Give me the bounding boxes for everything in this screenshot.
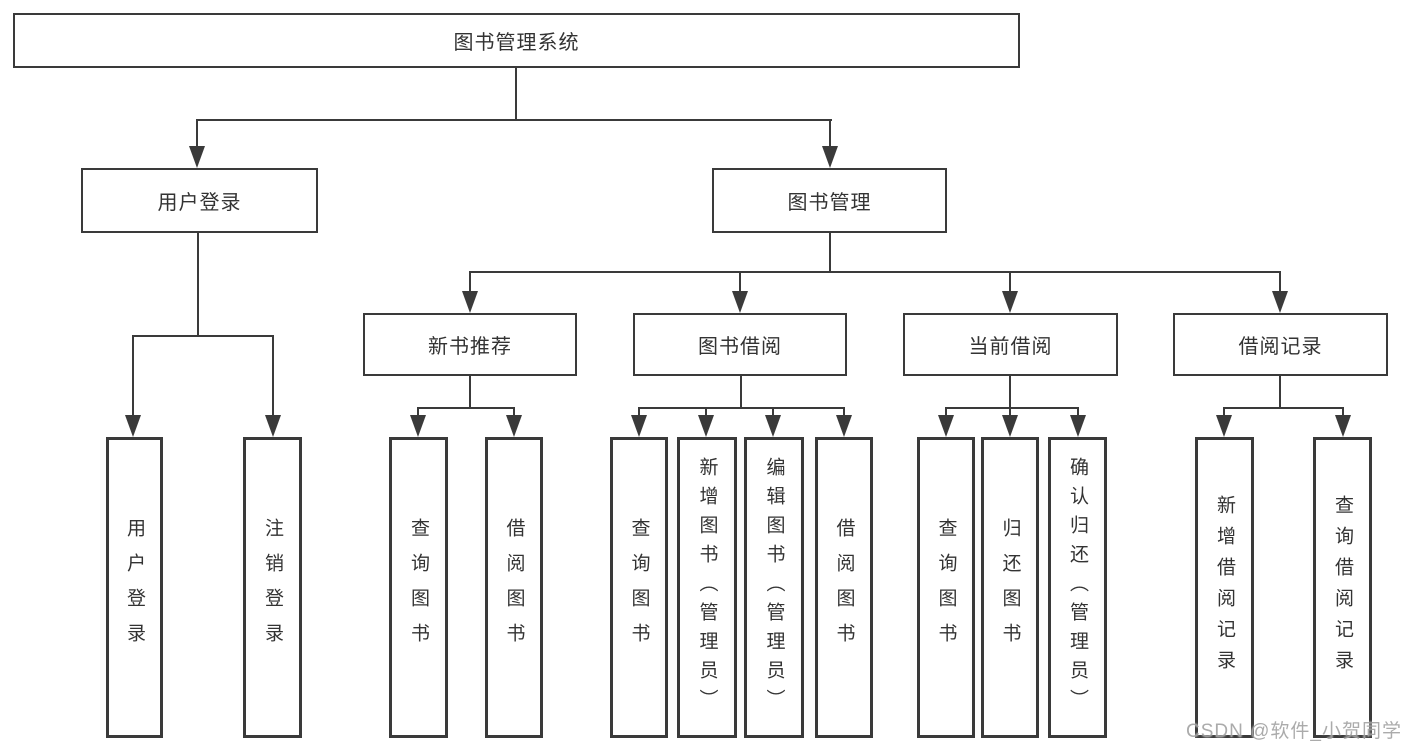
connector-nbr-stem: [469, 376, 471, 407]
node-bb-borrow-books: 借阅图书: [815, 437, 873, 738]
connector-root-drop-left: [196, 119, 198, 150]
connector-bb-drop-3: [772, 407, 774, 419]
node-book-management-label: 图书管理: [787, 192, 872, 214]
node-leaf-logout-label: 注销登录: [262, 517, 283, 658]
arrowhead-nbr-borrow-books: [506, 415, 522, 437]
node-bb-query-books: 查询图书: [610, 437, 668, 738]
node-cb-confirm-return-admin: 确认归还（管理员）: [1048, 437, 1107, 738]
csdn-watermark: CSDN @软件_小贺同学: [1186, 721, 1402, 742]
connector-cb-drop-2: [1009, 407, 1011, 419]
connector-root-drop-right: [829, 119, 831, 150]
node-cb-return-books: 归还图书: [981, 437, 1039, 738]
node-leaf-user-login: 用户登录: [106, 437, 163, 738]
node-book-borrowing: 图书借阅: [633, 313, 847, 376]
node-leaf-logout: 注销登录: [243, 437, 302, 738]
connector-root-stem: [515, 68, 517, 119]
node-borrowing-records-label: 借阅记录: [1238, 336, 1323, 358]
node-leaf-user-login-label: 用户登录: [124, 517, 145, 658]
arrowhead-current-borrowing: [1002, 291, 1018, 313]
arrowhead-new-book-recommend: [462, 291, 478, 313]
arrowhead-br-add-record: [1216, 415, 1232, 437]
arrowhead-borrowing-records: [1272, 291, 1288, 313]
node-root-label: 图书管理系统: [453, 32, 580, 54]
node-bb-add-books-admin: 新增图书（管理员）: [677, 437, 737, 738]
connector-bb-drop-1: [638, 407, 640, 419]
connector-user-login-stem: [197, 233, 199, 335]
node-cb-return-books-label: 归还图书: [999, 517, 1021, 658]
node-br-add-record-label: 新增借阅记录: [1214, 494, 1235, 681]
node-book-borrowing-label: 图书借阅: [698, 336, 782, 358]
connector-br-drop-2: [1342, 407, 1344, 419]
connector-book-mgmt-drop-3: [1009, 271, 1011, 295]
node-new-book-recommend: 新书推荐: [363, 313, 577, 376]
node-br-query-record: 查询借阅记录: [1313, 437, 1372, 738]
arrowhead-book-management: [822, 146, 838, 168]
node-cb-query-books-label: 查询图书: [935, 517, 957, 658]
arrowhead-bb-query-books: [631, 415, 647, 437]
node-nbr-borrow-books-label: 借阅图书: [503, 517, 525, 658]
arrowhead-bb-edit-books: [765, 415, 781, 437]
connector-bb-drop-2: [705, 407, 707, 419]
arrowhead-leaf-logout: [265, 415, 281, 437]
node-book-management: 图书管理: [712, 168, 947, 233]
connector-cb-bar: [945, 407, 1079, 409]
connector-bb-bar: [638, 407, 845, 409]
arrowhead-bb-add-books: [698, 415, 714, 437]
connector-book-mgmt-drop-4: [1279, 271, 1281, 295]
node-nbr-borrow-books: 借阅图书: [485, 437, 543, 738]
connector-br-bar: [1223, 407, 1344, 409]
arrowhead-user-login: [189, 146, 205, 168]
connector-bb-drop-4: [843, 407, 845, 419]
node-br-query-record-label: 查询借阅记录: [1332, 494, 1353, 681]
connector-root-bar: [196, 119, 832, 121]
arrowhead-br-query-record: [1335, 415, 1351, 437]
node-bb-query-books-label: 查询图书: [628, 517, 650, 658]
node-borrowing-records: 借阅记录: [1173, 313, 1388, 376]
connector-br-drop-1: [1223, 407, 1225, 419]
node-user-login-label: 用户登录: [157, 192, 242, 214]
node-br-add-record: 新增借阅记录: [1195, 437, 1254, 738]
arrowhead-nbr-query-books: [410, 415, 426, 437]
arrowhead-cb-confirm-return: [1070, 415, 1086, 437]
arrowhead-cb-query-books: [938, 415, 954, 437]
connector-book-mgmt-stem: [829, 233, 831, 271]
connector-user-login-drop-1: [132, 335, 134, 419]
connector-cb-stem: [1009, 376, 1011, 407]
node-cb-query-books: 查询图书: [917, 437, 975, 738]
node-bb-edit-books-admin-label: 编辑图书（管理员）: [763, 457, 785, 718]
node-bb-edit-books-admin: 编辑图书（管理员）: [744, 437, 804, 738]
connector-cb-drop-1: [945, 407, 947, 419]
arrowhead-book-borrowing: [732, 291, 748, 313]
node-new-book-recommend-label: 新书推荐: [428, 336, 512, 358]
connector-br-stem: [1279, 376, 1281, 407]
arrowhead-cb-return-books: [1002, 415, 1018, 437]
node-current-borrowing: 当前借阅: [903, 313, 1118, 376]
arrowhead-bb-borrow-books: [836, 415, 852, 437]
node-root: 图书管理系统: [13, 13, 1020, 68]
connector-bb-stem: [740, 376, 742, 407]
node-user-login: 用户登录: [81, 168, 318, 233]
arrowhead-leaf-user-login: [125, 415, 141, 437]
connector-book-mgmt-drop-1: [469, 271, 471, 295]
connector-user-login-drop-2: [272, 335, 274, 419]
connector-cb-drop-3: [1077, 407, 1079, 419]
connector-book-mgmt-bar: [469, 271, 1281, 273]
connector-nbr-drop-1: [417, 407, 419, 419]
connector-user-login-bar: [132, 335, 274, 337]
node-bb-borrow-books-label: 借阅图书: [833, 517, 855, 658]
node-current-borrowing-label: 当前借阅: [968, 336, 1053, 358]
node-cb-confirm-return-admin-label: 确认归还（管理员）: [1067, 457, 1088, 718]
node-nbr-query-books: 查询图书: [389, 437, 448, 738]
connector-nbr-drop-2: [513, 407, 515, 419]
node-nbr-query-books-label: 查询图书: [408, 517, 429, 658]
node-bb-add-books-admin-label: 新增图书（管理员）: [696, 457, 718, 718]
connector-book-mgmt-drop-2: [739, 271, 741, 295]
connector-nbr-bar: [417, 407, 515, 409]
